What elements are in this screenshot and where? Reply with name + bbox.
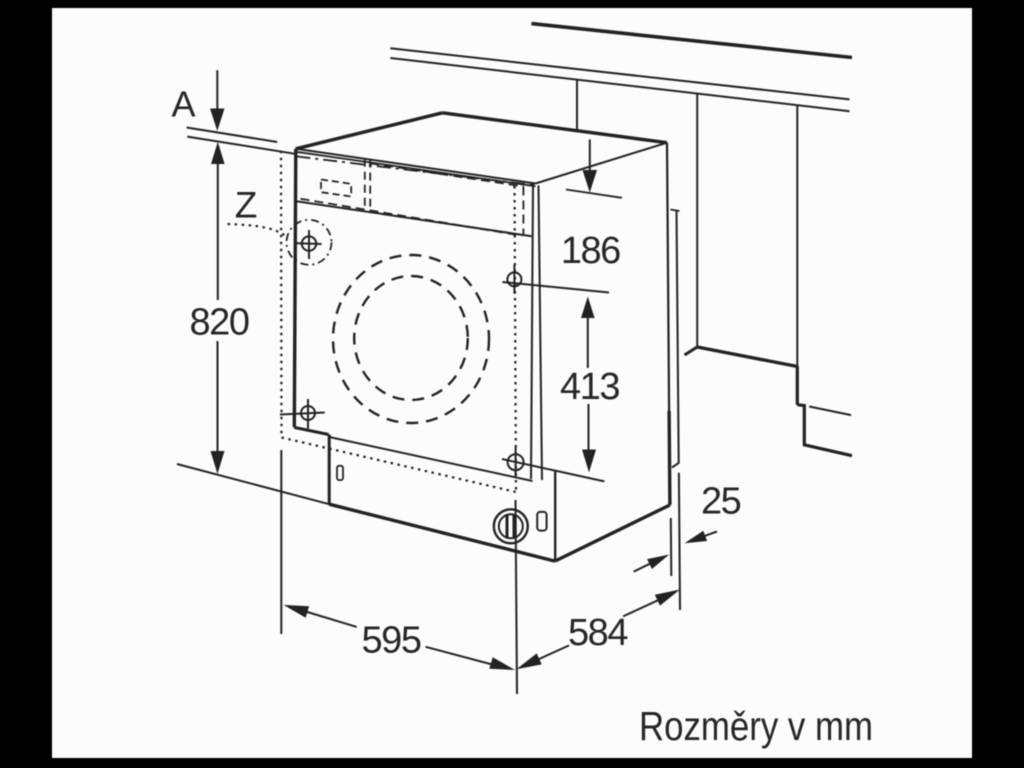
svg-text:595: 595 bbox=[362, 620, 421, 662]
svg-text:186: 186 bbox=[561, 230, 620, 272]
svg-text:Rozměry v mm: Rozměry v mm bbox=[639, 703, 873, 749]
svg-text:Z: Z bbox=[235, 185, 258, 226]
svg-text:413: 413 bbox=[560, 366, 619, 408]
svg-text:584: 584 bbox=[568, 612, 628, 654]
svg-text:25: 25 bbox=[701, 481, 741, 523]
svg-text:820: 820 bbox=[190, 301, 249, 343]
svg-text:A: A bbox=[171, 83, 195, 124]
